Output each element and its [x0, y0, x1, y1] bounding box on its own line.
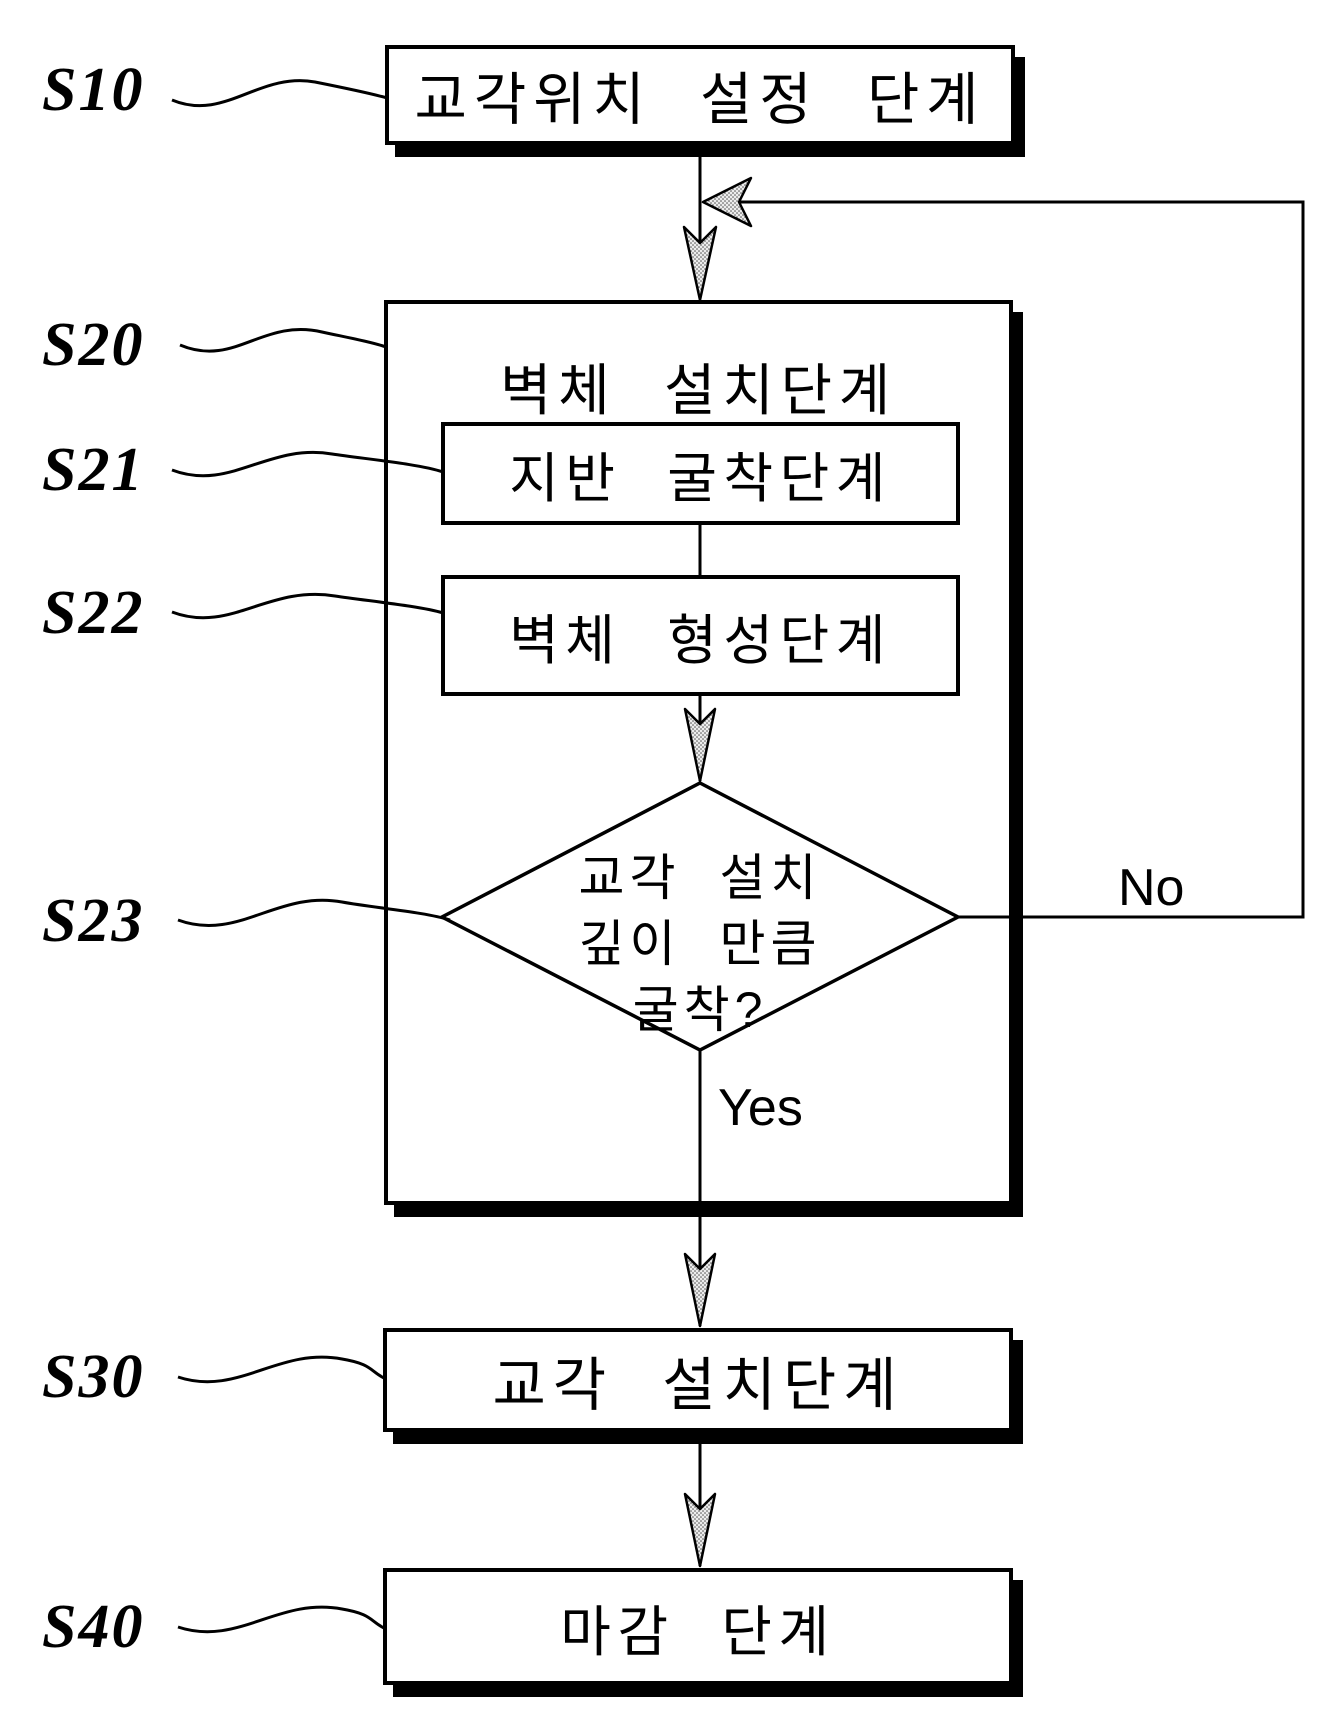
decision-diamond-text: 교각 설치 깊이 만큼 굴착?	[540, 845, 860, 1045]
step-box-s40: 마감 단계	[383, 1568, 1013, 1685]
step-label-s21: S21	[42, 436, 145, 504]
label-connector-s40	[177, 1605, 385, 1634]
step-box-s21: 지반 굴착단계	[441, 422, 960, 525]
arrowhead-down-into-s40-icon	[683, 1492, 717, 1568]
label-connector-s10	[171, 79, 388, 108]
step-label-s30: S30	[42, 1343, 145, 1411]
arrowhead-down-into-s30-icon	[683, 1252, 717, 1328]
yes-branch-label: Yes	[718, 1079, 803, 1137]
decision-line-1: 교각 설치	[578, 850, 822, 906]
label-connector-s30	[177, 1355, 385, 1384]
step-box-s30-text: 교각 설치단계	[492, 1353, 904, 1418]
arrowhead-left-feedback-icon	[701, 176, 753, 228]
arrowhead-down-into-s20-icon	[682, 225, 718, 302]
step-box-s22: 벽체 형성단계	[441, 575, 960, 696]
step-label-s23: S23	[42, 887, 145, 955]
step-label-s40: S40	[42, 1593, 145, 1661]
step-label-s22: S22	[42, 579, 145, 647]
step-box-s21-text: 지반 굴착단계	[509, 449, 892, 509]
step-box-s10-text: 교각위치 설정 단계	[414, 68, 986, 132]
step-box-s30: 교각 설치단계	[383, 1328, 1013, 1432]
step-box-s40-text: 마감 단계	[560, 1600, 836, 1663]
step-box-s22-text: 벽체 형성단계	[509, 611, 892, 671]
step-label-s10: S10	[42, 56, 145, 124]
step-box-s10: 교각위치 설정 단계	[385, 45, 1015, 145]
decision-line-2: 깊이 만큼	[578, 916, 822, 972]
label-connector-s20	[179, 328, 387, 353]
decision-line-3: 굴착?	[632, 982, 768, 1038]
no-branch-label: No	[1118, 859, 1185, 917]
step-box-s20-title: 벽체 설치단계	[500, 359, 897, 422]
step-label-s20: S20	[42, 311, 145, 379]
